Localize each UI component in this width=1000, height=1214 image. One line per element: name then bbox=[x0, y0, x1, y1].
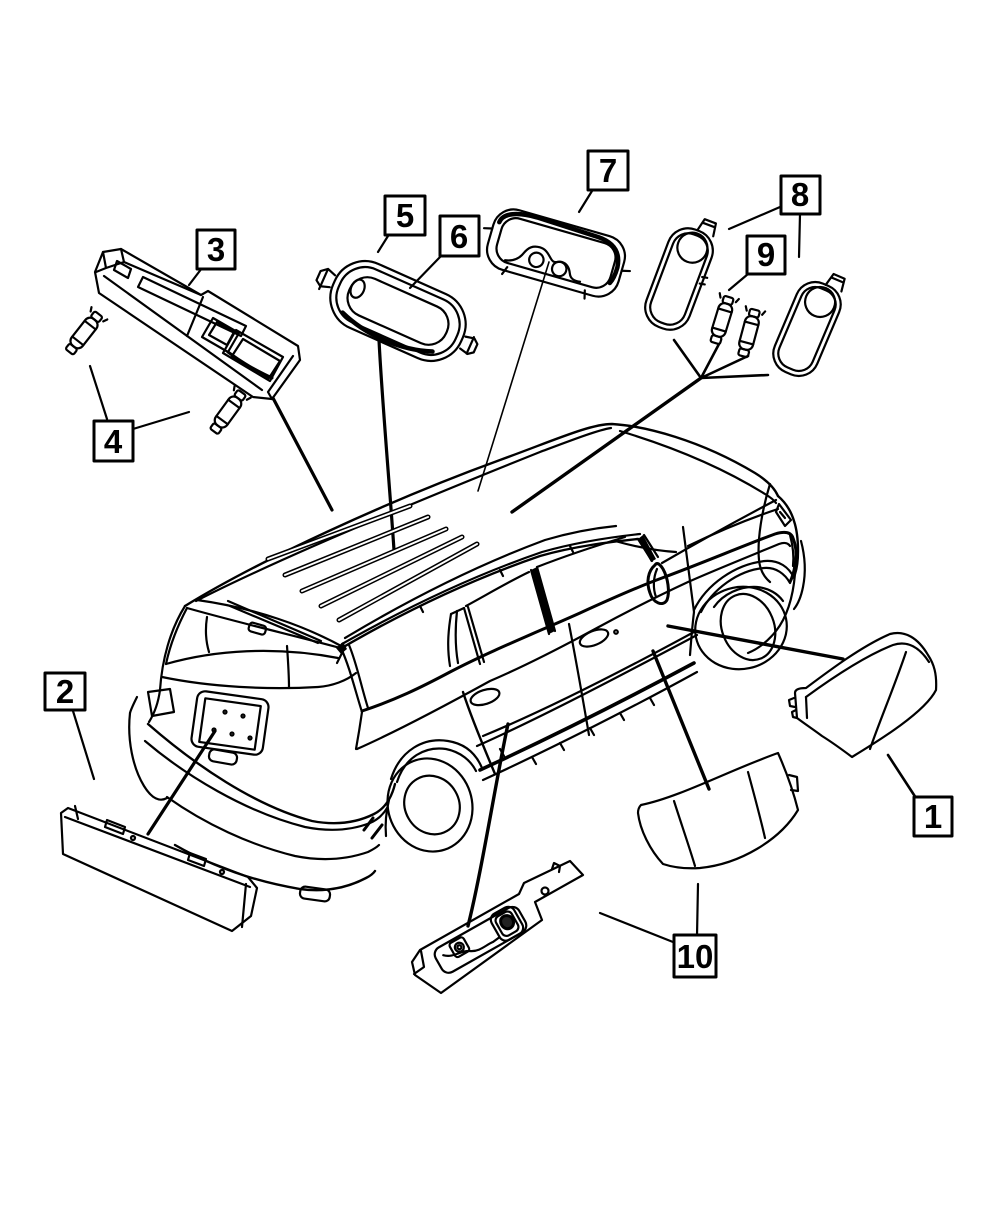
svg-text:5: 5 bbox=[396, 197, 414, 234]
svg-text:9: 9 bbox=[757, 236, 775, 273]
svg-text:8: 8 bbox=[791, 176, 809, 213]
svg-text:1: 1 bbox=[924, 798, 942, 835]
svg-text:7: 7 bbox=[599, 152, 617, 189]
svg-text:2: 2 bbox=[56, 673, 74, 710]
svg-text:6: 6 bbox=[450, 218, 468, 255]
svg-text:3: 3 bbox=[207, 231, 225, 268]
svg-text:10: 10 bbox=[677, 938, 714, 975]
svg-text:4: 4 bbox=[104, 423, 123, 460]
